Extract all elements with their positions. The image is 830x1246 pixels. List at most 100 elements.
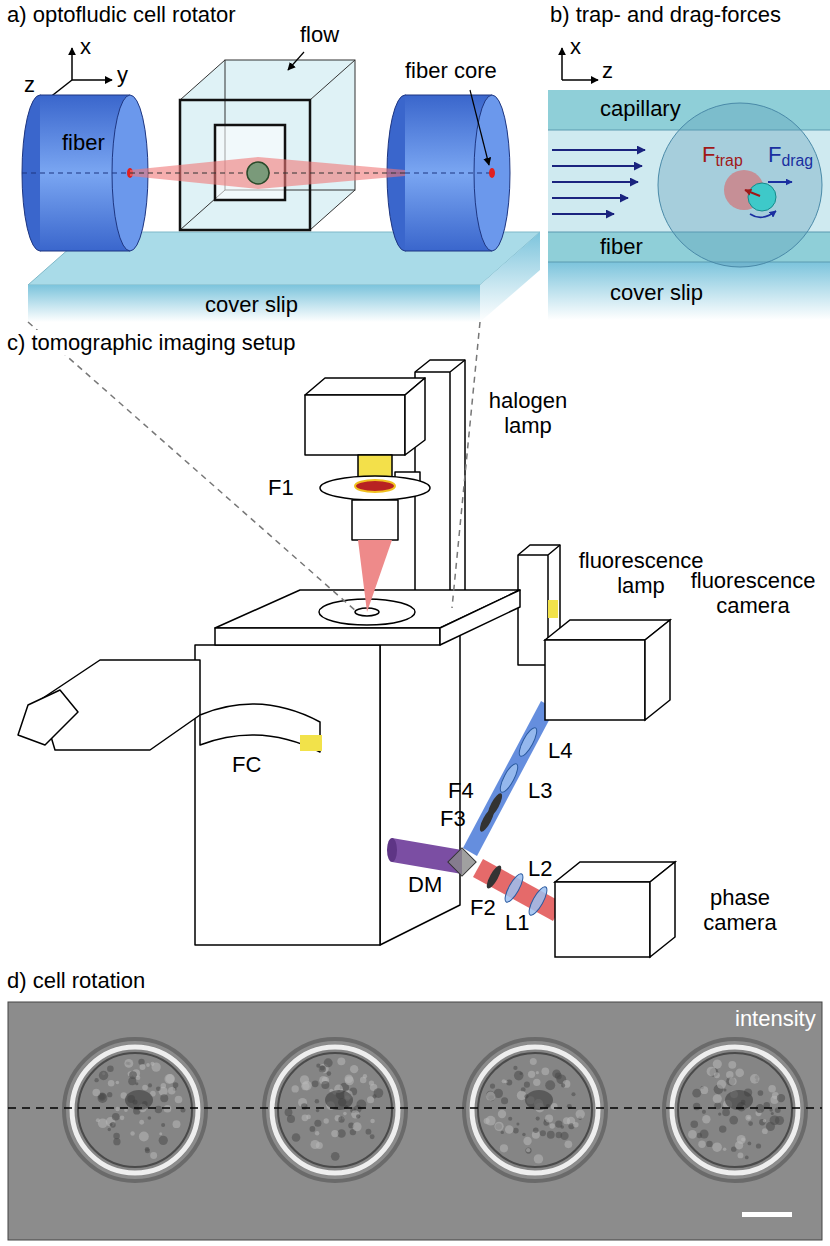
- cell-image: [113, 1133, 119, 1139]
- cell-image: [363, 1074, 367, 1078]
- camera: [650, 862, 675, 957]
- cell-image: [501, 1131, 504, 1134]
- cell-image: [498, 1110, 506, 1118]
- beam-path: [516, 726, 540, 759]
- cell-image: [722, 1109, 730, 1117]
- cell-image: [92, 1089, 100, 1097]
- axes: [72, 79, 112, 81]
- cell-image: [745, 1156, 749, 1160]
- part-label: fluorescence camera: [683, 568, 823, 619]
- cell-image: [124, 1059, 133, 1068]
- cell-image: [775, 1116, 784, 1125]
- component-label: L4: [548, 738, 572, 763]
- part-label: cover slip: [205, 292, 298, 317]
- cell-image: [524, 1082, 530, 1088]
- cell-image: [726, 1071, 733, 1078]
- leader-line: [470, 90, 489, 165]
- fiber-cylinder: [387, 95, 510, 251]
- microscope: [358, 540, 392, 612]
- cell-image: [693, 1103, 700, 1110]
- cell-image: [729, 1116, 738, 1125]
- cell-image: [505, 1125, 514, 1134]
- cell-image: [148, 1116, 152, 1120]
- camera: [645, 620, 670, 720]
- cell-image: [516, 1123, 519, 1126]
- microscope: [320, 476, 430, 500]
- panel-heading: d) cell rotation: [5, 968, 147, 993]
- cell-image: [173, 1082, 179, 1088]
- cell-image: [534, 1154, 543, 1163]
- cell-image: [712, 1142, 722, 1152]
- cell-image: [713, 1060, 722, 1069]
- cell-image: [64, 1039, 806, 1181]
- cell-image: [161, 1083, 166, 1088]
- flow-arrow: [552, 181, 638, 183]
- cell-image: [549, 1123, 555, 1129]
- cell-image: [486, 1092, 495, 1101]
- cell-image: [156, 1086, 161, 1091]
- axis-label: z: [602, 58, 613, 83]
- cell-image: [556, 1132, 563, 1139]
- flow-arrow: [552, 165, 642, 167]
- capillary-cross-section: [748, 183, 776, 211]
- cell-image: [315, 1099, 319, 1103]
- cell-image: [370, 1119, 375, 1124]
- cell-image: [530, 1058, 537, 1065]
- cell-image: [573, 1122, 579, 1128]
- cell-image: [264, 1039, 406, 1181]
- capillary-cross-section: [548, 262, 830, 320]
- cell-image: [768, 1085, 776, 1093]
- cell-image: [112, 1113, 120, 1121]
- axes: [44, 48, 112, 102]
- cell-image: [130, 1131, 134, 1135]
- part-label: capillary: [600, 96, 681, 121]
- force-arrow: [745, 190, 760, 196]
- component-label: F3: [440, 806, 466, 831]
- cell-image: [107, 1092, 112, 1097]
- microscope: [548, 600, 558, 618]
- cell-image: [678, 1053, 792, 1167]
- cell-image: [374, 1088, 384, 1098]
- cell-image: [664, 1039, 806, 1181]
- cell-image: [107, 1065, 114, 1072]
- cell-image: [723, 1148, 727, 1152]
- cell-image: [745, 1115, 751, 1121]
- microscope: [195, 645, 380, 945]
- cell-image: [735, 1141, 743, 1149]
- cell-image: [522, 1133, 526, 1137]
- microscope: [300, 735, 322, 751]
- cell-image: [698, 1141, 705, 1148]
- cell-image: [528, 1071, 535, 1078]
- cell-image: [672, 1047, 798, 1173]
- cell-image: [547, 1131, 555, 1139]
- cell-image: [576, 1109, 585, 1118]
- cell-image: [738, 1152, 744, 1158]
- fiber-cylinder: [22, 173, 130, 174]
- beam-path: [392, 838, 462, 874]
- beam-path: [484, 864, 504, 891]
- flow-arrow: [552, 150, 645, 214]
- cell-image: [729, 1077, 737, 1085]
- cell-image: [702, 1115, 710, 1123]
- cell-image: [115, 1107, 119, 1111]
- cell-image: [469, 1044, 601, 1176]
- cell-image: [139, 1064, 145, 1070]
- cell-image: [98, 1118, 108, 1128]
- cell-image: [571, 1092, 575, 1096]
- panel-heading: a) optofludic cell rotator: [5, 2, 238, 27]
- cell-image: [64, 1039, 206, 1181]
- cell-image: [94, 1078, 98, 1082]
- cell-image: [160, 1094, 168, 1102]
- cell-image: [139, 1132, 149, 1142]
- cell-image: [309, 1126, 315, 1132]
- part-label: fiber core: [405, 58, 497, 83]
- cell-image: [717, 1080, 726, 1089]
- micrograph: [8, 1107, 822, 1109]
- cell-image: [110, 1122, 116, 1128]
- cell-image: [331, 1130, 338, 1137]
- cell-image: [769, 1108, 772, 1111]
- microscope: [405, 378, 425, 455]
- beam-path: [485, 792, 504, 819]
- camera: [545, 640, 645, 720]
